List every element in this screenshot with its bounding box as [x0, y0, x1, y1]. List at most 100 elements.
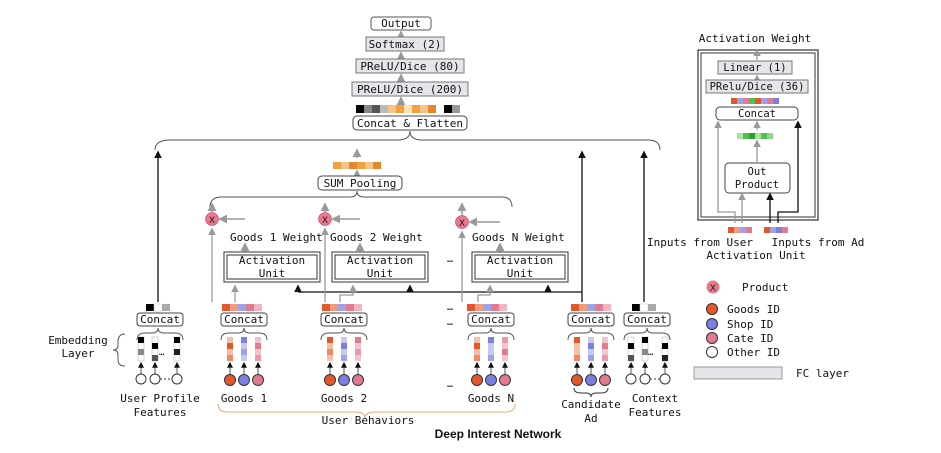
au-product-vector [737, 133, 773, 139]
legend-product-icon [706, 280, 720, 294]
au-concat-box [715, 106, 799, 121]
goodsN-column: Concat Goods N [467, 304, 515, 405]
concat-brace [154, 130, 661, 151]
au-user-input-vector [728, 227, 752, 233]
concat-flatten-box [352, 115, 468, 131]
activation-unit-caption: Activation Unit [706, 249, 805, 262]
ellipsis-context: … [648, 348, 654, 358]
legend-product-label: Product [742, 281, 788, 294]
activation-unit-2-line2: Unit [367, 267, 394, 280]
concat-candidate-label: Concat [571, 313, 611, 326]
activation-unit-n-line1: Activation [487, 254, 553, 267]
legend-fc-label: FC layer [796, 367, 849, 380]
prelu-200-layer [351, 81, 469, 97]
legend-other-label: Other ID [727, 346, 780, 359]
concat-flatten-label: Concat & Flatten [357, 117, 463, 130]
embedding-layer-annotation: Embedding Layer [48, 333, 126, 367]
user-behaviors-brace [217, 403, 516, 419]
activation-unit-1-line1: Activation [239, 254, 305, 267]
top-stack: Output Softmax (2) PReLU/Dice (80) PReLU… [154, 16, 661, 151]
ellipsis-concat: … [447, 317, 453, 328]
out-product-line2: Product [735, 179, 779, 191]
goodsN-weight-label: Goods N Weight [472, 231, 565, 244]
goods2-label: Goods 2 [321, 392, 367, 405]
activation-unit-detail: Activation Weight Linear (1) PRelu/Dice … [647, 32, 864, 262]
candidate-label-1: Candidate [561, 398, 621, 411]
candidate-ad-column: Concat Candidate Ad [561, 304, 621, 425]
prelu-80-label: PReLU/Dice (80) [360, 60, 459, 73]
product-mark-n: X [459, 218, 465, 228]
legend-goods-icon [706, 303, 718, 315]
goodsN-activation: X Goods N Weight Activation Unit [455, 202, 569, 283]
legend-other-icon [706, 346, 718, 358]
concat-context [623, 312, 671, 327]
legend-shop-icon [706, 318, 718, 330]
output-box [370, 16, 432, 31]
legend-product-mark: X [710, 283, 716, 293]
concat-goods1-label: Concat [224, 313, 264, 326]
activation-unit-1 [223, 251, 321, 283]
product-mark-2: X [322, 215, 328, 225]
embedding-layer-label-1: Embedding [48, 334, 108, 347]
activation-unit-2-line1: Activation [347, 254, 413, 267]
activation-unit-1-line2: Unit [259, 267, 286, 280]
user-behaviors-label: User Behaviors [322, 414, 415, 427]
context-column: Concat … Context Features [623, 150, 681, 419]
output-label: Output [381, 17, 421, 30]
goodsN-label: Goods N [468, 392, 514, 405]
linear-layer [717, 60, 793, 75]
au-concat-vector [731, 98, 779, 104]
flatten-vector [356, 105, 460, 113]
sum-pooling-block: SUM Pooling [209, 148, 513, 208]
au-concat-label: Concat [738, 108, 776, 120]
concat-goods2 [320, 312, 368, 327]
product-mark-1: X [209, 215, 215, 225]
goods1-label: Goods 1 [221, 392, 267, 405]
activation-unit-n [471, 251, 569, 283]
legend-cate-icon [706, 332, 718, 344]
sum-pooling-label: SUM Pooling [324, 177, 397, 190]
sum-pooling-box [317, 175, 403, 191]
softmax-layer [365, 36, 445, 52]
goods2-weight-label: Goods 2 Weight [330, 231, 423, 244]
pooling-brace [209, 190, 513, 208]
legend-fc-swatch [693, 366, 783, 380]
concat-user-profile-label: Concat [140, 313, 180, 326]
legend-goods-label: Goods ID [727, 303, 780, 316]
concat-user-profile [136, 312, 184, 327]
ellipsis-user-profile: … [159, 348, 165, 358]
activation-unit-2 [331, 251, 429, 283]
user-profile-embeddings: … [137, 336, 181, 362]
goods1-activation: X Goods 1 Weight Activation Unit [205, 202, 323, 283]
user-profile-label-1: User Profile [120, 392, 199, 405]
concat-goodsN-label: Concat [471, 313, 511, 326]
concat-context-label: Concat [627, 313, 667, 326]
inputs-user-label: Inputs from User [647, 236, 753, 249]
concat-goods2-label: Concat [324, 313, 364, 326]
user-profile-label-2: Features [134, 406, 187, 419]
activation-unit-n-line2: Unit [507, 267, 534, 280]
candidate-broadcast [294, 150, 586, 302]
linear-label: Linear (1) [723, 62, 786, 74]
ellipsis-behaviors: … [447, 302, 453, 313]
prelu-80-layer [355, 58, 465, 74]
concat-goodsN [467, 312, 515, 327]
candidate-label-2: Ad [584, 412, 597, 425]
context-label-1: Context [632, 392, 678, 405]
prelu-36-label: PRelu/Dice (36) [710, 81, 805, 93]
legend: X Product Goods ID Shop ID Cate ID Other… [693, 280, 849, 380]
softmax-label: Softmax (2) [369, 38, 442, 51]
legend-cate-label: Cate ID [727, 332, 773, 345]
prelu-200-label: PReLU/Dice (200) [357, 83, 463, 96]
ellipsis-activation: … [447, 254, 453, 265]
out-product-box [724, 162, 791, 194]
ellipsis-nodes: … [447, 379, 453, 390]
inputs-ad-label: Inputs from Ad [772, 236, 865, 249]
goods1-weight-label: Goods 1 Weight [230, 231, 323, 244]
activation-weight-title: Activation Weight [699, 32, 812, 45]
out-product-line1: Out [748, 166, 767, 178]
embedding-layer-label-2: Layer [61, 347, 94, 360]
diagram-title: Deep Interest Network [435, 427, 562, 441]
pooled-vector [333, 162, 381, 169]
